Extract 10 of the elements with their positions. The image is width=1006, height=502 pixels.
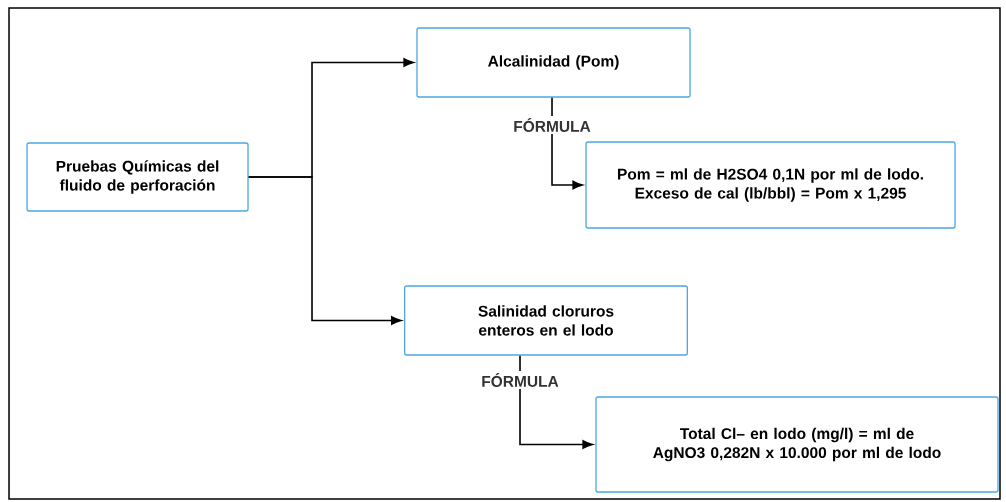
edge-label: FÓRMULA xyxy=(479,371,561,389)
process-box: Alcalinidad (Pom) xyxy=(416,27,691,98)
process-box: Pom = ml de H2SO4 0,1N por ml de lodo. Exceso de cal (lb/bbl) = Pom x 1,295 xyxy=(585,141,956,229)
process-box: Pruebas Químicas del fluido de perforación xyxy=(26,142,249,212)
arrow xyxy=(247,176,402,325)
edge-label: FÓRMULA xyxy=(511,116,593,134)
arrow xyxy=(551,96,583,190)
process-box: Total Cl– en lodo (mg/l) = ml de AgNO3 0,282N x 10.000 por ml de lodo xyxy=(595,396,999,493)
process-box: Salinidad cloruros enteros en el lodo xyxy=(404,285,688,356)
arrow xyxy=(519,354,593,449)
